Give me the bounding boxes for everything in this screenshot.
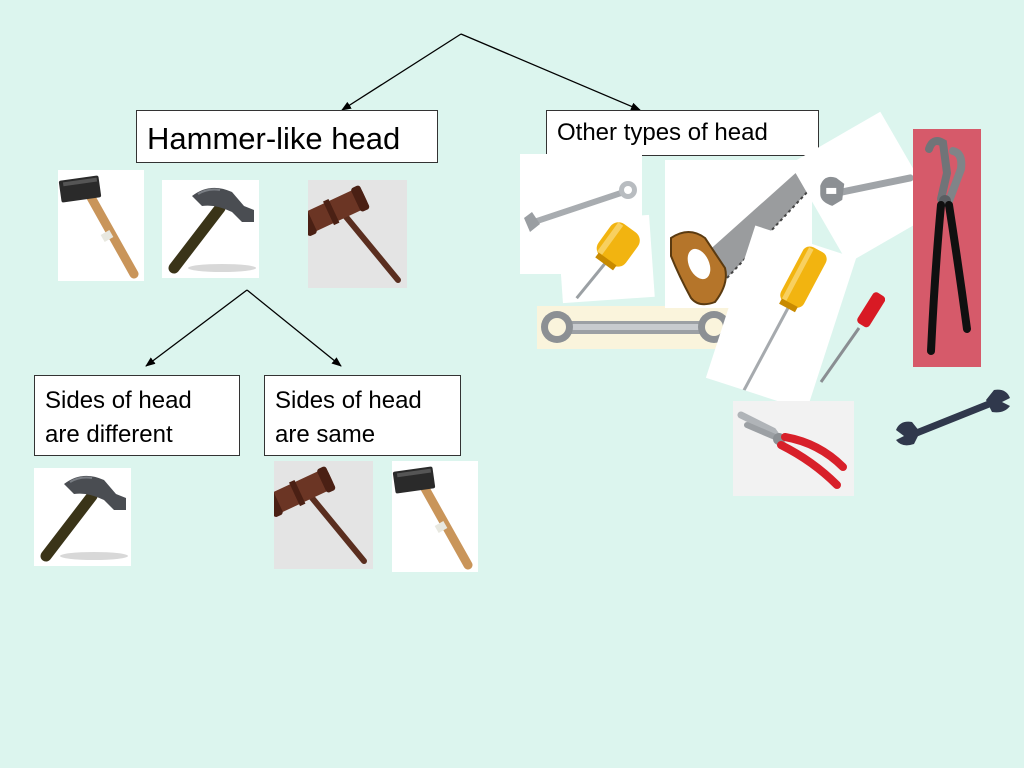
combination-wrench-icon [524, 181, 637, 232]
screwdriver-image [557, 214, 655, 304]
sledgehammer-icon [392, 466, 473, 570]
open-end-wrench-image [890, 384, 1016, 452]
hand-saw-icon [670, 170, 812, 306]
gavel-icon [274, 466, 367, 564]
gavel-image-2 [274, 461, 373, 569]
connector-sub-right [246, 289, 342, 367]
claw-hammer-image-2 [34, 468, 131, 566]
adjustable-wrench-image [790, 111, 938, 264]
sledgehammer-image [58, 170, 144, 281]
small-screwdriver-image [815, 290, 885, 386]
claw-hammer-image [162, 180, 259, 278]
connector-sub-left [145, 289, 248, 367]
hammer-like-head-label: Hammer-like head [147, 121, 401, 156]
screwdriver-image-2 [705, 225, 857, 411]
sledgehammer-icon [58, 175, 139, 279]
other-types-of-head-box: Other types of head [546, 110, 819, 156]
pliers-image [733, 401, 854, 496]
ring-wrench-image [537, 306, 734, 349]
gavel-image [308, 180, 407, 288]
ring-wrench-icon [541, 311, 730, 343]
screwdriver-icon [575, 222, 640, 300]
sides-different-label: Sides of head are different [45, 387, 192, 448]
screwdriver-icon [740, 246, 827, 395]
connector-root-left [341, 33, 462, 111]
sides-same-box: Sides of head are same [264, 375, 461, 456]
pliers-icon [737, 411, 847, 489]
gavel-icon [308, 185, 401, 283]
claw-hammer-icon [40, 475, 128, 562]
sledgehammer-image-2 [392, 461, 478, 572]
open-end-wrench-icon [896, 389, 1010, 446]
hammer-like-head-box: Hammer-like head [136, 110, 438, 163]
adjustable-wrench-icon [820, 174, 914, 206]
tongue-and-groove-pliers-image [913, 129, 981, 367]
screwdriver-icon [819, 292, 885, 383]
connector-root-right [460, 33, 641, 111]
sides-same-label: Sides of head are same [275, 387, 422, 448]
sides-different-box: Sides of head are different [34, 375, 240, 456]
claw-hammer-icon [168, 187, 256, 274]
other-types-of-head-label: Other types of head [557, 119, 768, 146]
tongue-and-groove-pliers-icon [925, 137, 971, 355]
